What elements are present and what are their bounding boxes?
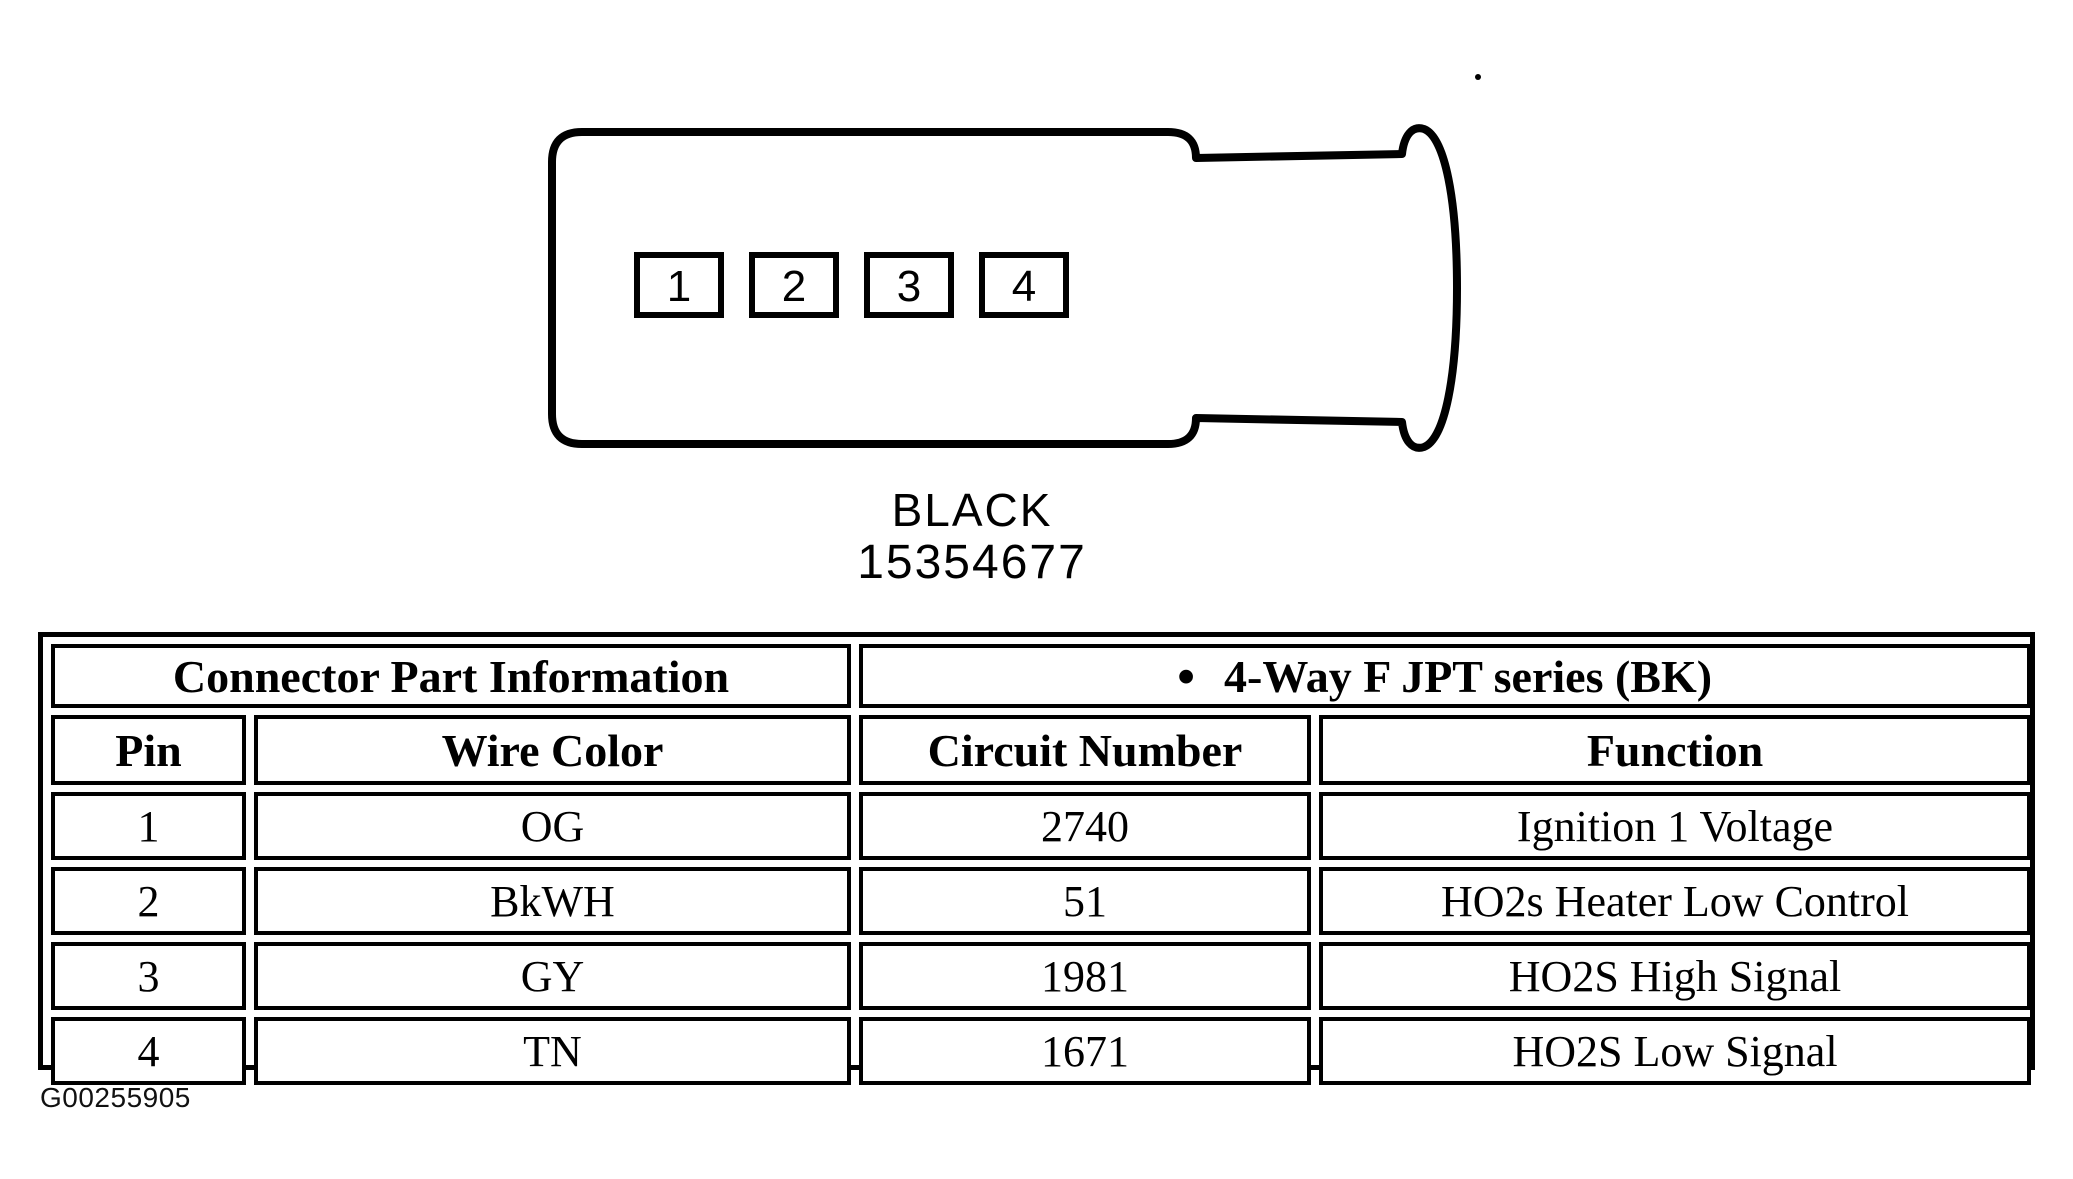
connector-outline-drawing: 1 2 3 4 xyxy=(548,74,1481,452)
column-header-wire-color: Wire Color xyxy=(254,715,851,785)
pin-box-1 xyxy=(634,252,724,318)
pin-box-2 xyxy=(749,252,839,318)
table-row: 3 GY 1981 HO2S High Signal xyxy=(51,942,2032,1010)
column-header-row: Pin Wire Color Circuit Number Function xyxy=(51,715,2032,785)
table-row: 4 TN 1671 HO2S Low Signal xyxy=(51,1017,2032,1085)
pin-number-4: 4 xyxy=(1012,262,1036,311)
wire-color-cell: GY xyxy=(254,942,851,1010)
series-header-label: 4-Way F JPT series (BK) xyxy=(1224,650,1713,702)
column-header-circuit-number: Circuit Number xyxy=(859,715,1311,785)
function-cell: Ignition 1 Voltage xyxy=(1319,792,2032,860)
pin-cell: 2 xyxy=(51,867,246,935)
pin-box-4 xyxy=(979,252,1069,318)
function-cell: HO2s Heater Low Control xyxy=(1319,867,2032,935)
figure-id-label: G00255905 xyxy=(40,1082,191,1113)
pin-cell: 4 xyxy=(51,1017,246,1085)
wire-color-cell: OG xyxy=(254,792,851,860)
column-header-pin: Pin xyxy=(51,715,246,785)
function-cell: HO2S Low Signal xyxy=(1319,1017,2032,1085)
pin-box-3 xyxy=(864,252,954,318)
connector-color-label: BLACK xyxy=(891,484,1053,536)
connector-caption: BLACK 15354677 xyxy=(672,484,1272,590)
wire-color-cell: TN xyxy=(254,1017,851,1085)
wire-color-cell: BkWH xyxy=(254,867,851,935)
connector-part-number: 15354677 xyxy=(857,536,1087,589)
pin-cell: 3 xyxy=(51,942,246,1010)
pin-cell: 1 xyxy=(51,792,246,860)
function-cell: HO2S High Signal xyxy=(1319,942,2032,1010)
series-header-cell: • 4-Way F JPT series (BK) xyxy=(859,644,2032,708)
connector-pinout-table: Connector Part Information • 4-Way F JPT … xyxy=(38,632,2035,1085)
pin-number-2: 2 xyxy=(782,262,806,311)
circuit-number-cell: 2740 xyxy=(859,792,1311,860)
table-row: 2 BkWH 51 HO2s Heater Low Control xyxy=(51,867,2032,935)
scan-speck-dot xyxy=(1475,74,1481,80)
circuit-number-cell: 1981 xyxy=(859,942,1311,1010)
bullet-icon: • xyxy=(1177,647,1195,705)
table-title-row: Connector Part Information • 4-Way F JPT … xyxy=(51,644,2032,708)
circuit-number-cell: 1671 xyxy=(859,1017,1311,1085)
table-row: 1 OG 2740 Ignition 1 Voltage xyxy=(51,792,2032,860)
pin-number-1: 1 xyxy=(667,262,691,311)
circuit-number-cell: 51 xyxy=(859,867,1311,935)
column-header-function: Function xyxy=(1319,715,2032,785)
pin-number-3: 3 xyxy=(897,262,921,311)
pin-boxes: 1 2 3 4 xyxy=(634,252,1069,318)
part-info-header-cell: Connector Part Information xyxy=(51,644,851,708)
